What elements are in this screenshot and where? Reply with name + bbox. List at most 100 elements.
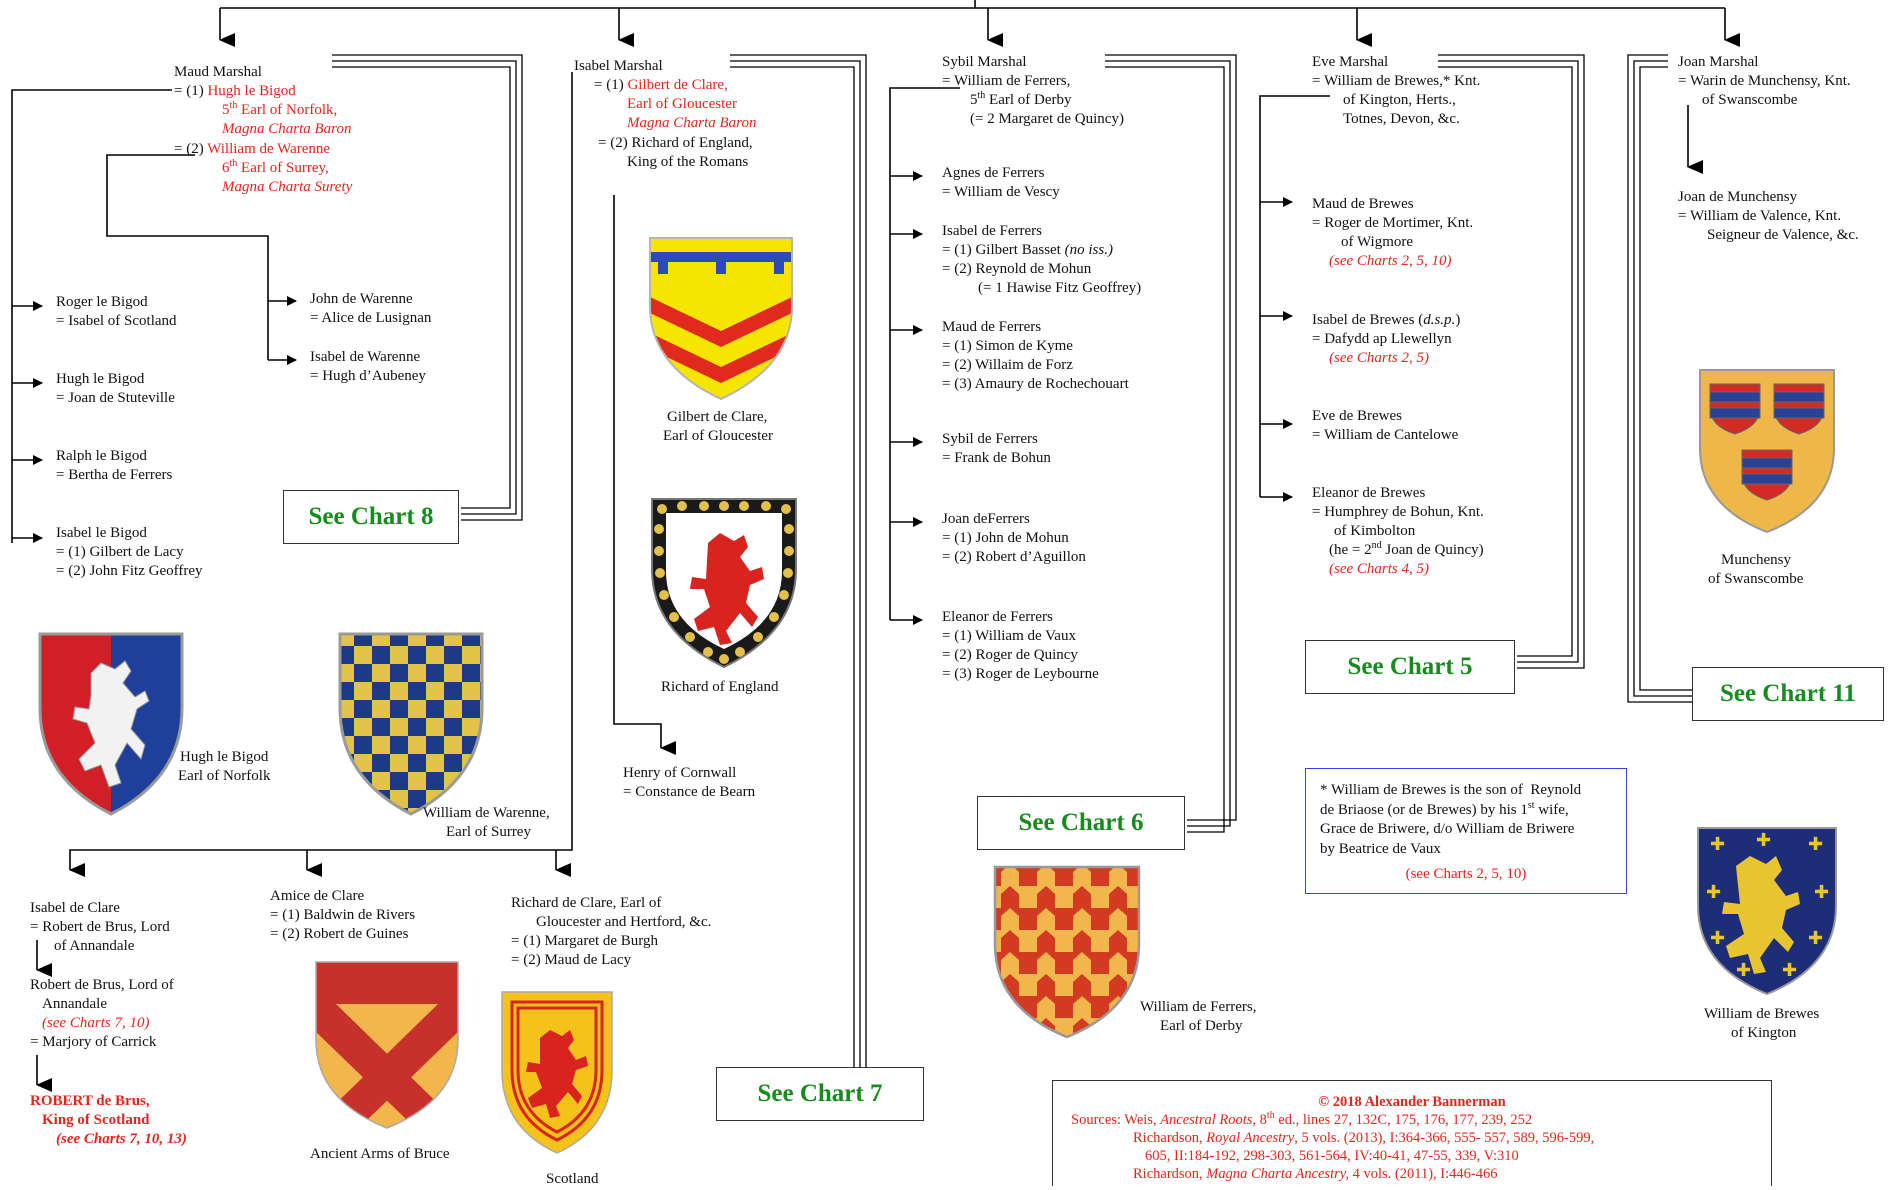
eleanor-ferrers-name: Eleanor de Ferrers (942, 609, 1053, 625)
svg-text:✚: ✚ (1808, 928, 1823, 949)
note-text-end: Joan de Quincy) (1381, 542, 1484, 558)
robert-brus-name: Robert de Brus, Lord of (30, 977, 174, 993)
copyright: © 2018 Alexander Bannerman (1318, 1094, 1506, 1110)
source-text: Richardson, (1133, 1166, 1207, 1182)
ferrers-shield-icon (993, 865, 1141, 1039)
eve-spouse-title-2: Totnes, Devon, &c. (1343, 111, 1460, 127)
source-text: , 5 vols. (2013), I:364-366, 555- 557, 5… (1294, 1130, 1595, 1146)
bigod-shield-icon (38, 632, 184, 816)
roger-bigod-name: Roger le Bigod (56, 294, 148, 310)
gilbert-baron-note: Magna Charta Baron (627, 115, 757, 131)
svg-text:✚: ✚ (1808, 834, 1823, 855)
see-chart-7-link[interactable]: See Chart 7 (716, 1067, 924, 1121)
eve-spouse-title-1: of Kington, Herts., (1343, 92, 1456, 108)
eve-marshal-name: Eve Marshal (1312, 54, 1389, 70)
eleanor-brewes-name: Eleanor de Brewes (1312, 485, 1426, 501)
brewes-caption-1: William de Brewes (1704, 1006, 1820, 1022)
ordinal-number: 6 (222, 160, 230, 176)
isabel-marriage-1: = (1) Gilbert de Clare, (594, 76, 728, 96)
svg-text:✚: ✚ (1782, 960, 1797, 981)
source-title: Royal Ancestry (1206, 1130, 1295, 1146)
clare-shield-icon (649, 237, 793, 401)
warenne-surety-note: Magna Charta Surety (222, 179, 353, 195)
munchensy-caption-1: Munchensy (1721, 552, 1791, 568)
joan-munchensy-spouse: = William de Valence, Knt. (1678, 208, 1842, 224)
see-chart-11-link[interactable]: See Chart 11 (1692, 667, 1884, 721)
eve-brewes-name: Eve de Brewes (1312, 408, 1402, 424)
eve-brewes-spouse: = William de Cantelowe (1312, 427, 1459, 443)
robert-brus-title: Annandale (42, 996, 107, 1012)
isabel-marshal-name: Isabel Marshal (574, 58, 663, 74)
ordinal-suffix: th (229, 158, 238, 169)
marriage-prefix: = (1) (594, 77, 628, 93)
isabel-brewes-name: Isabel de Brewes (d.s.p.) (1312, 311, 1460, 331)
henry-cornwall-name: Henry of Cornwall (623, 765, 737, 781)
king-robert-name: ROBERT de Brus, (30, 1093, 150, 1109)
sybil-ferrers-name: Sybil de Ferrers (942, 431, 1038, 447)
source-title: Magna Charta Ancestry, (1206, 1166, 1350, 1182)
sybil-spouse: = William de Ferrers, (942, 73, 1071, 89)
maud-marriage-1: = (1) Hugh le Bigod (174, 82, 296, 102)
isabel-clare-spouse-1: = Robert de Brus, Lord (30, 919, 170, 935)
scotland-caption: Scotland (546, 1171, 599, 1187)
see-chart-8-link[interactable]: See Chart 8 (283, 490, 459, 544)
isabel-ferrers-name: Isabel de Ferrers (942, 223, 1042, 239)
isabel-warenne-name: Isabel de Warenne (310, 349, 421, 365)
richard-shield-icon (651, 498, 797, 669)
joan-spouse-title: of Swanscombe (1702, 92, 1798, 108)
svg-text:✚: ✚ (1710, 928, 1725, 949)
dsp-note: d.s.p. (1423, 312, 1456, 328)
source-text: , 8 (1252, 1112, 1267, 1128)
isabel-marriage-2: = (2) Richard of England, (598, 135, 753, 151)
robert-brus-spouse: = Marjory of Carrick (30, 1034, 157, 1050)
source-line-3: 605, II:184-192, 298-303, 561-564, IV:40… (1145, 1148, 1519, 1164)
maud-ferrers-spouse-1: = (1) Simon de Kyme (942, 338, 1073, 354)
warenne-caption-2: Earl of Surrey (446, 824, 531, 840)
scotland-shield-icon (501, 991, 613, 1154)
maud-ferrers-spouse-3: = (3) Amaury de Rochechouart (942, 376, 1129, 392)
joan-munchensy-spouse-title: Seigneur de Valence, &c. (1707, 227, 1859, 243)
joan-munchensy-name: Joan de Munchensy (1678, 189, 1798, 205)
joan-marshal-name: Joan Marshal (1678, 54, 1759, 70)
isabel-ferrers-spouse-note: (= 1 Hawise Fitz Geoffrey) (978, 280, 1142, 296)
eleanor-brewes-note: (he = 2nd Joan de Quincy) (1329, 541, 1484, 561)
sources-box: © 2018 Alexander Bannerman Sources: Weis… (1052, 1080, 1772, 1186)
munchensy-shield-icon (1699, 369, 1835, 534)
svg-text:✚: ✚ (1814, 882, 1829, 903)
name-text: Isabel de Brewes ( (1312, 312, 1424, 328)
ferrers-caption-2: Earl of Derby (1160, 1018, 1243, 1034)
source-line-2: Richardson, Royal Ancestry, 5 vols. (201… (1053, 1129, 1771, 1147)
joan-ferrers-spouse-2: = (2) Robert d’Aguillon (942, 549, 1086, 565)
ralph-bigod-spouse: = Bertha de Ferrers (56, 467, 173, 483)
isabel-ferrers-spouse-2: = (2) Reynold de Mohun (942, 261, 1092, 277)
see-chart-5-link[interactable]: See Chart 5 (1305, 640, 1515, 694)
sybil-ferrers-spouse: = Frank de Bohun (942, 450, 1051, 466)
footnote-line-2: de Briaose (or de Brewes) by his 1st wif… (1320, 799, 1612, 821)
eve-spouse: = William de Brewes,* Knt. (1312, 73, 1481, 89)
roger-bigod-spouse: = Isabel of Scotland (56, 313, 177, 329)
escutcheons (1709, 383, 1825, 501)
hugh-bigod-name: Hugh le Bigod (56, 371, 145, 387)
isabel-brewes-spouse: = Dafydd ap Llewellyn (1312, 331, 1452, 347)
footnote-line-1: * William de Brewes is the son of Reynol… (1320, 782, 1582, 798)
source-text: Richardson, (1133, 1130, 1207, 1146)
svg-text:✚: ✚ (1710, 834, 1725, 855)
william-warenne-spouse: William de Warenne (207, 141, 331, 157)
eleanor-ferrers-spouse-3: = (3) Roger de Leybourne (942, 666, 1099, 682)
ordinal-suffix: th (1266, 1110, 1275, 1122)
marriage-prefix: = (2) (174, 141, 208, 157)
gilbert-earl-line: Earl of Gloucester (627, 96, 737, 112)
gilbert-caption-1: Gilbert de Clare, (667, 409, 768, 425)
maud-ferrers-spouse-2: = (2) Willaim de Forz (942, 357, 1073, 373)
isabel-brewes-see: (see Charts 2, 5) (1329, 350, 1429, 366)
isabel-bigod-name: Isabel le Bigod (56, 525, 147, 541)
maud-marriage-2: = (2) William de Warenne (174, 140, 330, 160)
amice-clare-name: Amice de Clare (270, 888, 365, 904)
ralph-bigod-name: Ralph le Bigod (56, 448, 147, 464)
svg-text:✚: ✚ (1736, 960, 1751, 981)
joan-spouse: = Warin de Munchensy, Knt. (1678, 73, 1851, 89)
richard-clare-spouse-2: = (2) Maud de Lacy (511, 952, 632, 968)
see-chart-6-link[interactable]: See Chart 6 (977, 796, 1185, 850)
footnote-text-end: wife, (1534, 801, 1569, 818)
ordinal-suffix: st (1527, 799, 1535, 811)
